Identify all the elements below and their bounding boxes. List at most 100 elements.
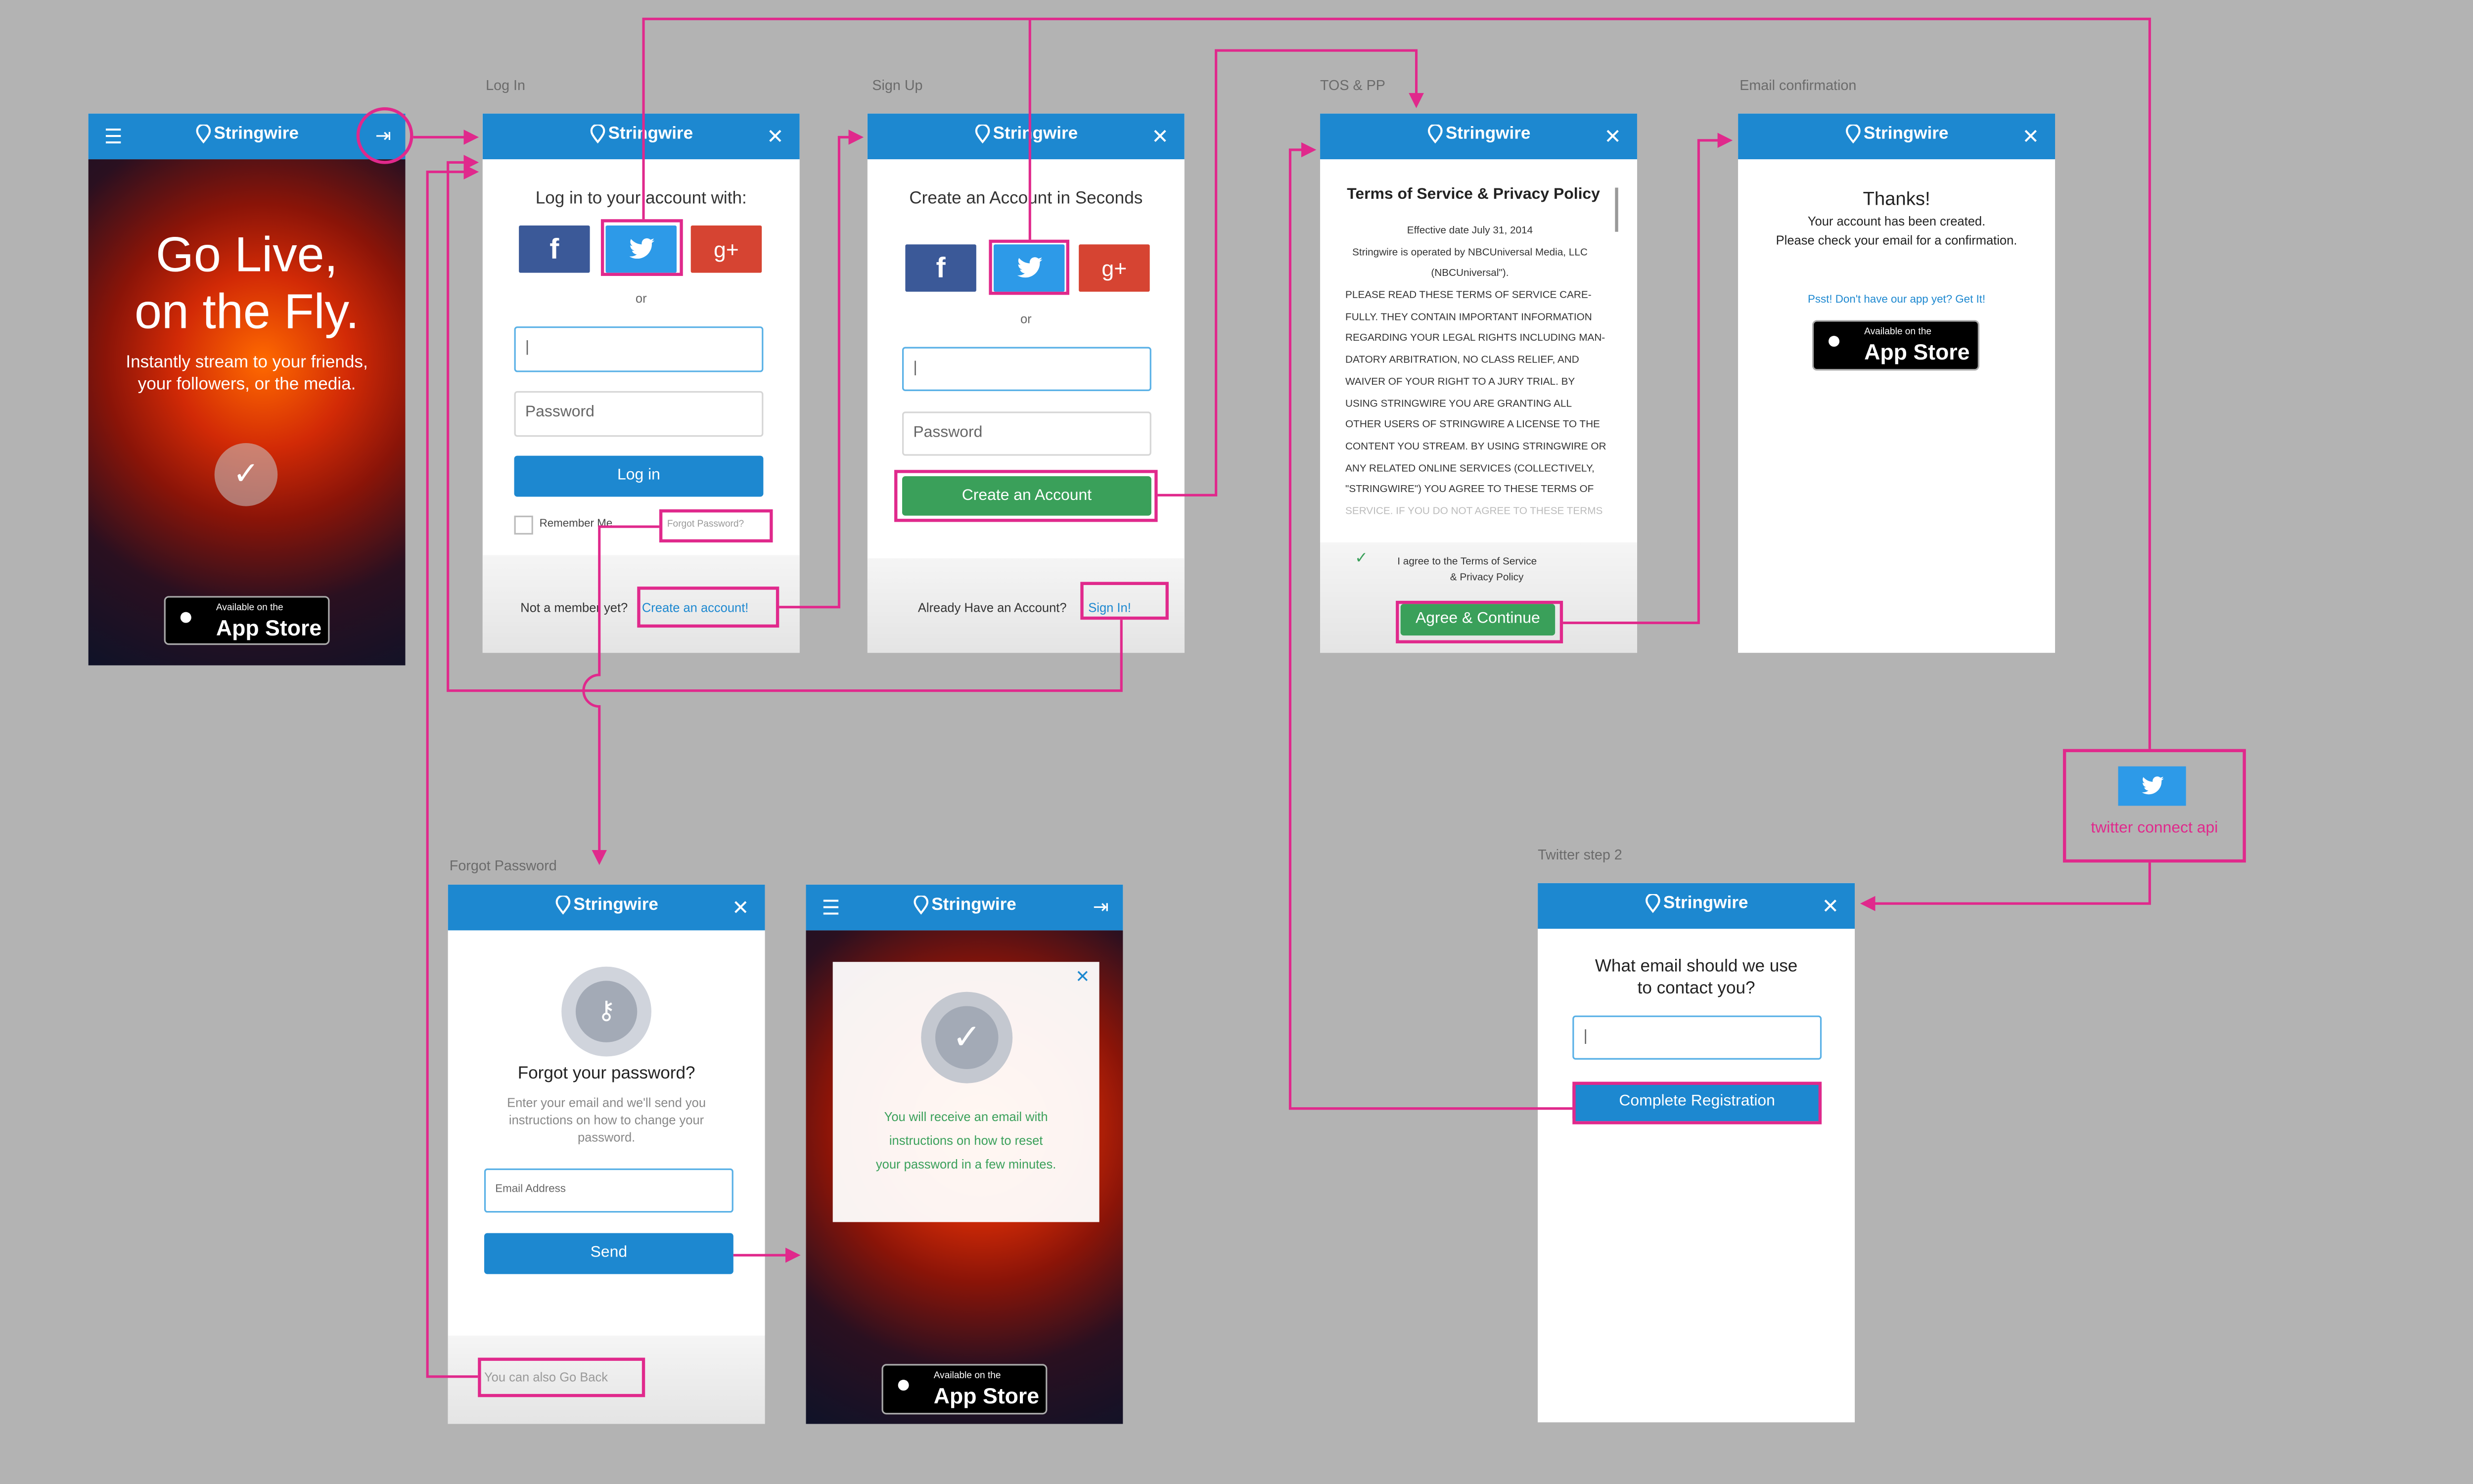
header: ☰ Stringwire ⇥	[88, 113, 406, 160]
close-icon[interactable]: ✕	[732, 896, 749, 920]
header: Stringwire ✕	[1738, 113, 2056, 160]
pin-icon	[913, 895, 928, 915]
home-screen: ☰ Stringwire ⇥ Go Live,on the Fly. Insta…	[88, 113, 406, 666]
forgot-password-screen: Stringwire ✕ ⚷ Forgot your password? Ent…	[448, 884, 765, 1424]
header: Stringwire ✕	[448, 884, 765, 931]
apple-icon: ●	[1826, 328, 1842, 355]
check-icon[interactable]: ✓	[1355, 550, 1368, 568]
arrow-complete-to-tos	[1288, 142, 1573, 1110]
forgot-footer: You can also Go Back	[448, 1335, 765, 1424]
login-icon-highlight	[356, 107, 413, 164]
create-account-link[interactable]: Create an account!	[641, 600, 749, 615]
facebook-button[interactable]: f	[905, 244, 976, 292]
tos-line: DATORY ARBITRATION, NO CLASS RELIEF, AND	[1345, 355, 1579, 366]
twitter-icon	[2141, 776, 2163, 795]
send-button[interactable]: Send	[484, 1233, 733, 1274]
header: ☰ Stringwire ⇥	[806, 884, 1123, 931]
label-signup: Sign Up	[872, 77, 923, 93]
close-icon[interactable]: ✕	[2022, 124, 2040, 148]
email-input[interactable]: Email Address	[484, 1168, 733, 1213]
tos-line: PLEASE READ THESE TERMS OF SERVICE CARE-	[1345, 290, 1592, 302]
login-title: Log in to your account with:	[535, 189, 747, 208]
subheadline: Instantly stream to your friends,your fo…	[126, 353, 368, 395]
headline: Go Live,on the Fly.	[134, 227, 360, 339]
label-login: Log In	[486, 77, 525, 93]
apple-icon: ●	[178, 604, 194, 631]
menu-icon[interactable]: ☰	[822, 896, 840, 920]
complete-highlight	[1572, 1081, 1822, 1124]
label-tos: TOS & PP	[1320, 77, 1385, 93]
facebook-button[interactable]: f	[519, 225, 590, 273]
forgot-password-link[interactable]: Forgot Password?	[667, 520, 744, 530]
chevron-down-icon[interactable]: ✓	[214, 443, 278, 506]
or-divider: or	[635, 291, 647, 306]
create-button-highlight	[894, 470, 1158, 522]
psst-link[interactable]: Psst! Don't have our app yet? Get It!	[1807, 295, 1986, 306]
pin-icon	[1845, 123, 1860, 144]
create-account-button[interactable]: Create an Account	[902, 476, 1151, 516]
logo: Stringwire	[89, 123, 406, 144]
label-twitter-step2: Twitter step 2	[1538, 847, 1622, 863]
google-plus-button[interactable]: g+	[690, 225, 762, 273]
tos-line: SERVICE. IF YOU DO NOT AGREE TO THESE TE…	[1345, 506, 1603, 518]
tos-line: CONTENT YOU STREAM. BY USING STRINGWIRE …	[1345, 441, 1606, 452]
arrow-goback-to-login	[426, 164, 479, 1378]
confirm-text: Your account has been created.Please che…	[1776, 214, 2017, 248]
twitter-button[interactable]	[605, 225, 677, 273]
header: Stringwire ✕	[867, 113, 1185, 160]
label-email-confirmation: Email confirmation	[1740, 77, 1857, 93]
close-icon[interactable]: ✕	[1151, 124, 1169, 148]
twitter-api-button[interactable]	[2118, 766, 2186, 806]
sign-in-highlight	[1080, 582, 1169, 620]
arrow-agree-to-confirm	[1563, 133, 1733, 625]
close-icon[interactable]: ✕	[767, 124, 784, 148]
checkmark-icon: ✓	[921, 991, 1013, 1083]
twitter-icon	[628, 238, 654, 259]
agree-label: I agree to the Terms of Service& Privacy…	[1397, 556, 1537, 584]
tos-line: WAIVER OF YOUR RIGHT TO A JURY TRIAL. BY	[1345, 376, 1575, 388]
email-input[interactable]: |	[1572, 1015, 1822, 1060]
tos-line: "STRINGWIRE") YOU AGREE TO THESE TERMS O…	[1345, 485, 1594, 496]
login-screen: Stringwire ✕ Log in to your account with…	[482, 113, 800, 653]
twitter-icon	[1016, 257, 1042, 278]
pin-icon	[590, 123, 605, 144]
password-input[interactable]: Password	[902, 411, 1151, 456]
twitter-button[interactable]	[993, 244, 1065, 292]
login-button[interactable]: Log in	[514, 455, 764, 497]
header: Stringwire ✕	[482, 113, 800, 160]
complete-registration-button[interactable]: Complete Registration	[1572, 1083, 1822, 1122]
agree-continue-button[interactable]: Agree & Continue	[1400, 604, 1556, 636]
login-icon[interactable]: ⇥	[1093, 896, 1109, 918]
key-icon: ⚷	[561, 966, 651, 1057]
tos-title: Terms of Service & Privacy Policy	[1347, 186, 1600, 204]
confirmation-screen: Stringwire ✕ Thanks! Your account has be…	[1738, 113, 2056, 653]
close-icon[interactable]: ✕	[1604, 124, 1622, 148]
username-input[interactable]: |	[514, 326, 764, 372]
remember-checkbox[interactable]	[514, 515, 533, 535]
go-back-link[interactable]: You can also Go Back	[484, 1370, 608, 1385]
arrow-twitter-to-api	[642, 17, 2151, 749]
password-input[interactable]: Password	[514, 391, 764, 437]
google-plus-button[interactable]: g+	[1079, 244, 1150, 292]
username-input[interactable]: |	[902, 347, 1151, 391]
close-icon[interactable]: ✕	[1075, 968, 1090, 988]
signup-screen: Stringwire ✕ Create an Account in Second…	[867, 113, 1185, 653]
header: Stringwire ✕	[1320, 113, 1637, 160]
menu-icon[interactable]: ☰	[104, 124, 123, 148]
tos-line: ANY RELATED ONLINE SERVICES (COLLECTIVEL…	[1345, 463, 1595, 474]
go-back-highlight	[478, 1357, 645, 1397]
twitter-highlight	[989, 239, 1070, 295]
sign-in-link[interactable]: Sign In!	[1088, 600, 1131, 615]
twitter-api-box	[2062, 749, 2246, 863]
remember-label: Remember Me	[539, 519, 613, 530]
scrollbar[interactable]	[1615, 187, 1618, 232]
pin-icon	[1645, 893, 1660, 913]
close-icon[interactable]: ✕	[1822, 894, 1839, 918]
